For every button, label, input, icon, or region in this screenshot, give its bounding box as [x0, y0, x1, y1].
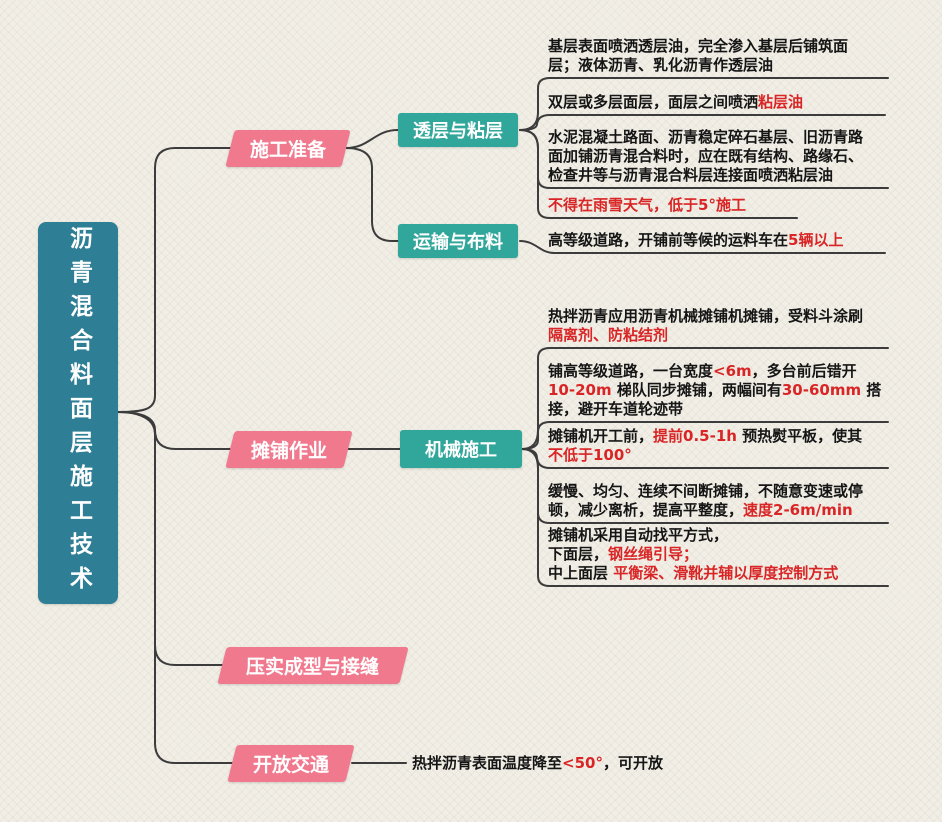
subnode-mechanical-construction[interactable]: 机械施工	[400, 430, 522, 468]
leaf-tack-oil-between-layers[interactable]: 双层或多层面层，面层之间喷洒粘层油	[548, 93, 804, 111]
leaf-tack-oil-surfaces[interactable]: 水泥混凝土路面、沥青稳定碎石基层、旧沥青路 面加铺沥青混合料时，应在既有结构、路…	[548, 128, 864, 184]
connector-machine-leaf1	[521, 347, 889, 450]
leaf-open-traffic-temp[interactable]: 热拌沥青表面温度降至<50°，可开放	[412, 754, 663, 772]
branch-paving-operation[interactable]: 摊铺作业	[225, 431, 353, 468]
connector-machine-leaf5	[521, 448, 889, 587]
subnode-transport-distribution-label: 运输与布料	[413, 232, 503, 253]
branch-compaction-joints-label: 压实成型与接缝	[246, 656, 380, 678]
connector-prep-transport	[345, 147, 399, 242]
subnode-transport-distribution[interactable]: 运输与布料	[398, 224, 518, 258]
connector-prime-leaf2	[519, 114, 886, 131]
connector-prime-leaf1	[519, 77, 889, 131]
connector-prep-prime	[345, 129, 399, 149]
connector-transport-leaf1	[519, 240, 886, 254]
branch-open-traffic-label: 开放交通	[252, 754, 329, 776]
subnode-prime-tack-coat-label: 透层与粘层	[413, 121, 503, 142]
branch-compaction-joints[interactable]: 压实成型与接缝	[217, 647, 409, 684]
leaf-prime-oil-spray[interactable]: 基层表面喷洒透层油，完全渗入基层后铺筑面 层；液体沥青、乳化沥青作透层油	[548, 37, 849, 74]
subnode-mechanical-construction-label: 机械施工	[425, 440, 497, 461]
root-node[interactable]: 沥青混合料面层施工技术	[38, 222, 118, 604]
connector-root-traffic	[117, 411, 235, 764]
connector-root-paving	[117, 411, 233, 450]
leaf-paver-release-agent[interactable]: 热拌沥青应用沥青机械摊铺机摊铺，受料斗涂刷 隔离剂、防粘结剂	[548, 307, 864, 344]
leaf-truck-queue[interactable]: 高等级道路，开铺前等候的运料车在5辆以上	[548, 231, 844, 249]
leaf-preheat-screed[interactable]: 摊铺机开工前，提前0.5-1h 预热熨平板，使其 不低于100°	[548, 427, 863, 464]
branch-construction-prep-label: 施工准备	[249, 139, 326, 161]
branch-paving-operation-label: 摊铺作业	[250, 440, 327, 462]
subnode-prime-tack-coat[interactable]: 透层与粘层	[398, 113, 518, 147]
leaf-weather-restriction[interactable]: 不得在雨雪天气，低于5°施工	[548, 196, 746, 214]
connector-machine-leaf2	[521, 421, 889, 450]
root-label: 沥青混合料面层施工技术	[65, 226, 92, 600]
leaf-auto-leveling[interactable]: 摊铺机采用自动找平方式， 下面层，钢丝绳引导； 中上面层 平衡梁、滑靴并辅以厚度…	[548, 526, 839, 582]
connector-prime-leaf4	[519, 129, 798, 219]
leaf-paving-speed[interactable]: 缓慢、均匀、连续不间断摊铺，不随意变速或停 顿，减少离析，提高平整度，速度2-6…	[548, 482, 864, 519]
connector-root-prep	[117, 147, 233, 413]
leaf-paver-width-echelon[interactable]: 铺高等级道路，一台宽度<6m，多台前后错开 10-20m 梯队同步摊铺，两幅间有…	[548, 362, 882, 418]
branch-open-traffic[interactable]: 开放交通	[227, 745, 355, 782]
branch-construction-prep[interactable]: 施工准备	[225, 130, 351, 167]
